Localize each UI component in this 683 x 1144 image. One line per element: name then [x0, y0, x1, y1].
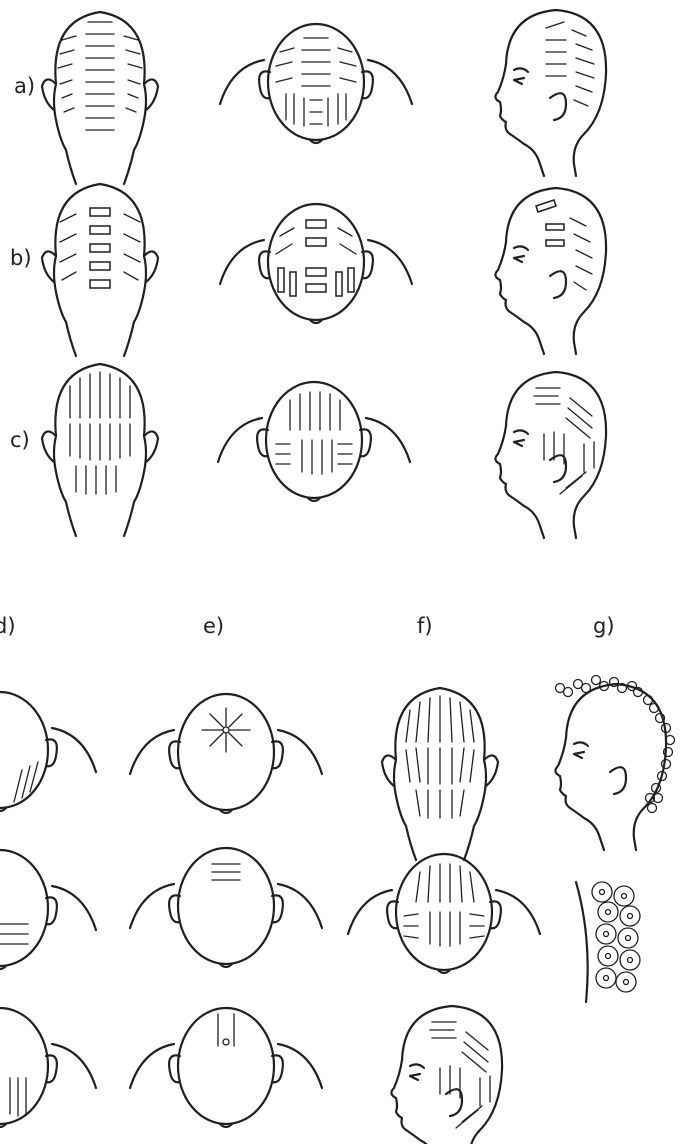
label-b: b) [10, 246, 32, 270]
top-view-d2 [0, 850, 96, 969]
back-view-a [42, 12, 158, 184]
top-view-f [348, 854, 540, 973]
roller-detail-g [576, 882, 640, 1002]
label-f: f) [417, 614, 433, 638]
side-view-g [555, 676, 674, 851]
top-view-e1 [130, 694, 322, 813]
top-view-a [220, 24, 412, 143]
label-d: d) [0, 614, 16, 638]
back-view-f [382, 688, 498, 860]
side-view-c [495, 372, 606, 538]
top-view-d3 [0, 1008, 96, 1127]
back-view-b [42, 184, 158, 356]
side-view-a [495, 10, 606, 176]
back-view-c [42, 364, 158, 536]
top-view-e3 [130, 1008, 322, 1127]
label-c: c) [10, 428, 30, 452]
side-view-f [391, 1006, 502, 1144]
top-view-e2 [130, 848, 322, 967]
label-a: a) [14, 74, 35, 98]
side-view-b [495, 188, 606, 354]
label-g: g) [593, 614, 615, 638]
top-view-b [220, 204, 412, 323]
label-e: e) [203, 614, 224, 638]
top-view-c [218, 382, 410, 501]
top-view-d1 [0, 692, 96, 811]
